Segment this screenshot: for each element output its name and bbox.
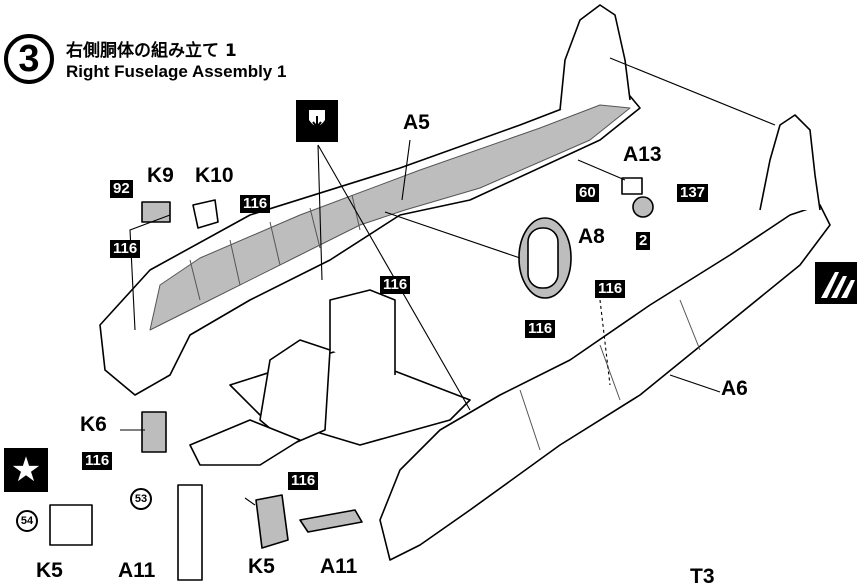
part-k5: [255, 494, 289, 549]
fuselage-half-a6: [379, 204, 831, 561]
label-a8: A8: [578, 225, 605, 248]
cement-icon: [815, 262, 857, 304]
part-a11: [299, 509, 363, 533]
label-a5: A5: [403, 111, 430, 134]
drill-hole-icon: [296, 100, 338, 142]
bulkhead: [329, 289, 396, 375]
label-k9: K9: [147, 164, 174, 187]
label-a11: A11: [320, 555, 358, 578]
paint-code-92: 92: [110, 180, 133, 198]
label-a13: A13: [623, 143, 662, 166]
step-title-english: Right Fuselage Assembly 1: [66, 62, 287, 81]
paint-code-116-k6: 116: [82, 452, 113, 470]
label-k10: K10: [195, 164, 234, 187]
paint-code-137: 137: [677, 184, 709, 202]
paint-code-116-k10: 116: [240, 195, 271, 213]
paint-code-116-a8: 116: [525, 320, 556, 338]
tail-fin-left: [559, 4, 631, 111]
part-k10: [192, 199, 219, 229]
decal-panel-k5: [49, 504, 93, 546]
label-a11-decal: A11: [118, 559, 156, 582]
decal-number-53: 53: [130, 488, 152, 510]
paint-code-116-k5: 116: [288, 472, 319, 490]
decal-panel-a11: [177, 484, 203, 581]
star-icon: ★: [4, 448, 48, 492]
part-k9: [141, 201, 171, 223]
paint-code-2: 2: [636, 232, 651, 250]
paint-code-116-floor: 116: [380, 276, 411, 294]
decal-number-54: 54: [16, 510, 38, 532]
tail-fin-right: [759, 114, 821, 211]
fuselage-interior: [149, 104, 631, 331]
part-k6: [141, 411, 167, 453]
paint-code-116-k9: 116: [110, 240, 141, 258]
label-k5-decal: K5: [36, 559, 63, 582]
part-a13: [621, 177, 643, 195]
paint-code-116-a6: 116: [595, 280, 626, 298]
label-k6: K6: [80, 413, 107, 436]
seat-base: [189, 419, 301, 466]
label-a6: A6: [721, 377, 748, 400]
paint-code-60: 60: [576, 184, 599, 202]
step-number: 3: [4, 34, 54, 84]
step-title-japanese: 右側胴体の組み立て 1: [66, 41, 237, 61]
label-k5: K5: [248, 555, 275, 578]
label-t3: T3: [690, 565, 715, 588]
